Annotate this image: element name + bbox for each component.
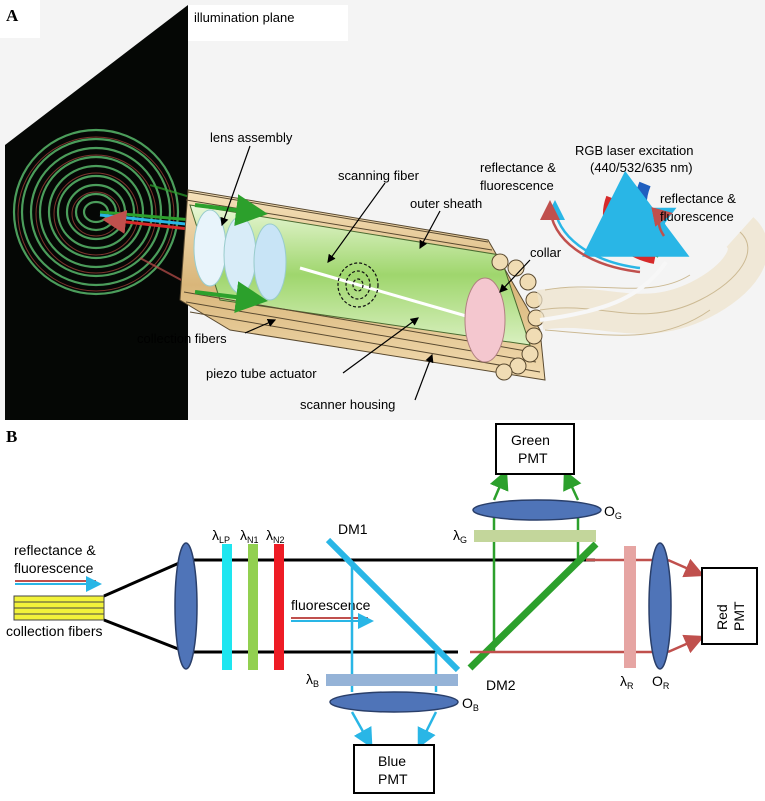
blue-pmt-label-2: PMT xyxy=(378,771,408,787)
input-arrow xyxy=(15,576,102,592)
collar xyxy=(464,277,506,363)
blue-pmt-label-1: Blue xyxy=(378,753,406,769)
svg-text:λR: λR xyxy=(620,673,634,691)
svg-text:λB: λB xyxy=(306,671,319,689)
rgb-excitation-arrow xyxy=(582,170,690,264)
svg-text:λN2: λN2 xyxy=(266,527,285,545)
fluorescence-arrow xyxy=(291,613,374,629)
panel-b: B reflectance & fluorescence collection … xyxy=(6,423,758,794)
fluorescence-label: fluorescence xyxy=(291,597,371,613)
lens-assembly xyxy=(193,209,287,301)
objective-r-label: OR xyxy=(652,673,670,691)
objective-g-label: OG xyxy=(604,503,622,521)
filter-b xyxy=(326,674,458,686)
dm2-label: DM2 xyxy=(486,677,516,693)
svg-text:OB: OB xyxy=(462,695,479,713)
input-label-2: fluorescence xyxy=(14,560,94,576)
reflectance-label-left-1: reflectance & xyxy=(480,160,556,175)
objective-r xyxy=(648,542,672,670)
filter-n1-label: λN1 xyxy=(240,527,259,545)
collimating-lens xyxy=(174,542,198,670)
filter-n2-label: λN2 xyxy=(266,527,285,545)
scanner-housing-label: scanner housing xyxy=(300,397,395,412)
green-pmt-box xyxy=(495,423,575,475)
green-pmt-label-1: Green xyxy=(511,432,550,448)
panel-a-label-box xyxy=(0,0,40,38)
dichroic-mirror-2 xyxy=(467,541,599,671)
red-pmt-box xyxy=(701,567,758,645)
svg-text:λN1: λN1 xyxy=(240,527,259,545)
objective-b xyxy=(329,691,459,713)
outer-sheath-label: outer sheath xyxy=(410,196,482,211)
illumination-plane xyxy=(5,5,188,420)
illumination-plane-label-bg xyxy=(188,5,348,41)
reflectance-label-right-2: fluorescence xyxy=(660,209,734,224)
piezo-tube-actuator-label: piezo tube actuator xyxy=(206,366,317,381)
svg-text:λLP: λLP xyxy=(212,527,230,545)
filter-g-label: λG xyxy=(453,527,467,545)
filter-n2 xyxy=(274,544,284,670)
red-pmt-label-2: PMT xyxy=(731,601,747,631)
collection-fibers-bundle xyxy=(13,595,105,621)
collection-fibers-label-b: collection fibers xyxy=(6,623,103,639)
probe xyxy=(179,189,546,381)
lens-assembly-label: lens assembly xyxy=(210,130,293,145)
collar-label: collar xyxy=(530,245,562,260)
panel-a-label: A xyxy=(6,6,19,25)
rgb-wavelengths-label: (440/532/635 nm) xyxy=(590,160,693,175)
objective-b-label: OB xyxy=(462,695,479,713)
filter-lp xyxy=(222,544,232,670)
return-arrows xyxy=(540,200,677,274)
filter-b-label: λB xyxy=(306,671,319,689)
panel-a: A illumination plane xyxy=(0,0,765,420)
dm1-label: DM1 xyxy=(338,521,368,537)
filter-g xyxy=(474,530,596,542)
svg-text:OG: OG xyxy=(604,503,622,521)
blue-pmt-box xyxy=(353,744,435,794)
panel-b-label: B xyxy=(6,427,17,446)
illumination-plane-label: illumination plane xyxy=(194,10,294,25)
filter-lp-label: λLP xyxy=(212,527,230,545)
scanning-fiber-label: scanning fiber xyxy=(338,168,420,183)
objective-g xyxy=(472,499,602,521)
svg-text:λG: λG xyxy=(453,527,467,545)
panel-a-leaders xyxy=(220,145,531,401)
green-pmt-label-2: PMT xyxy=(518,450,548,466)
rgb-laser-label: RGB laser excitation xyxy=(575,143,694,158)
bundle-end-face xyxy=(491,253,545,381)
excitation-fiber xyxy=(539,260,668,322)
scanning-fiber xyxy=(299,262,481,322)
svg-text:OR: OR xyxy=(652,673,670,691)
reflectance-label-right-1: reflectance & xyxy=(660,191,736,206)
reflectance-label-left-2: fluorescence xyxy=(480,178,554,193)
red-pmt-label-1: Red xyxy=(714,604,730,630)
filter-r-label: λR xyxy=(620,673,634,691)
input-label-1: reflectance & xyxy=(14,542,96,558)
dichroic-mirror-1 xyxy=(325,537,461,673)
cable xyxy=(536,217,765,336)
collection-fibers-label: collection fibers xyxy=(137,331,227,346)
spiral-scan-pattern xyxy=(12,128,180,296)
filter-r xyxy=(624,546,636,668)
filter-n1 xyxy=(248,544,258,670)
